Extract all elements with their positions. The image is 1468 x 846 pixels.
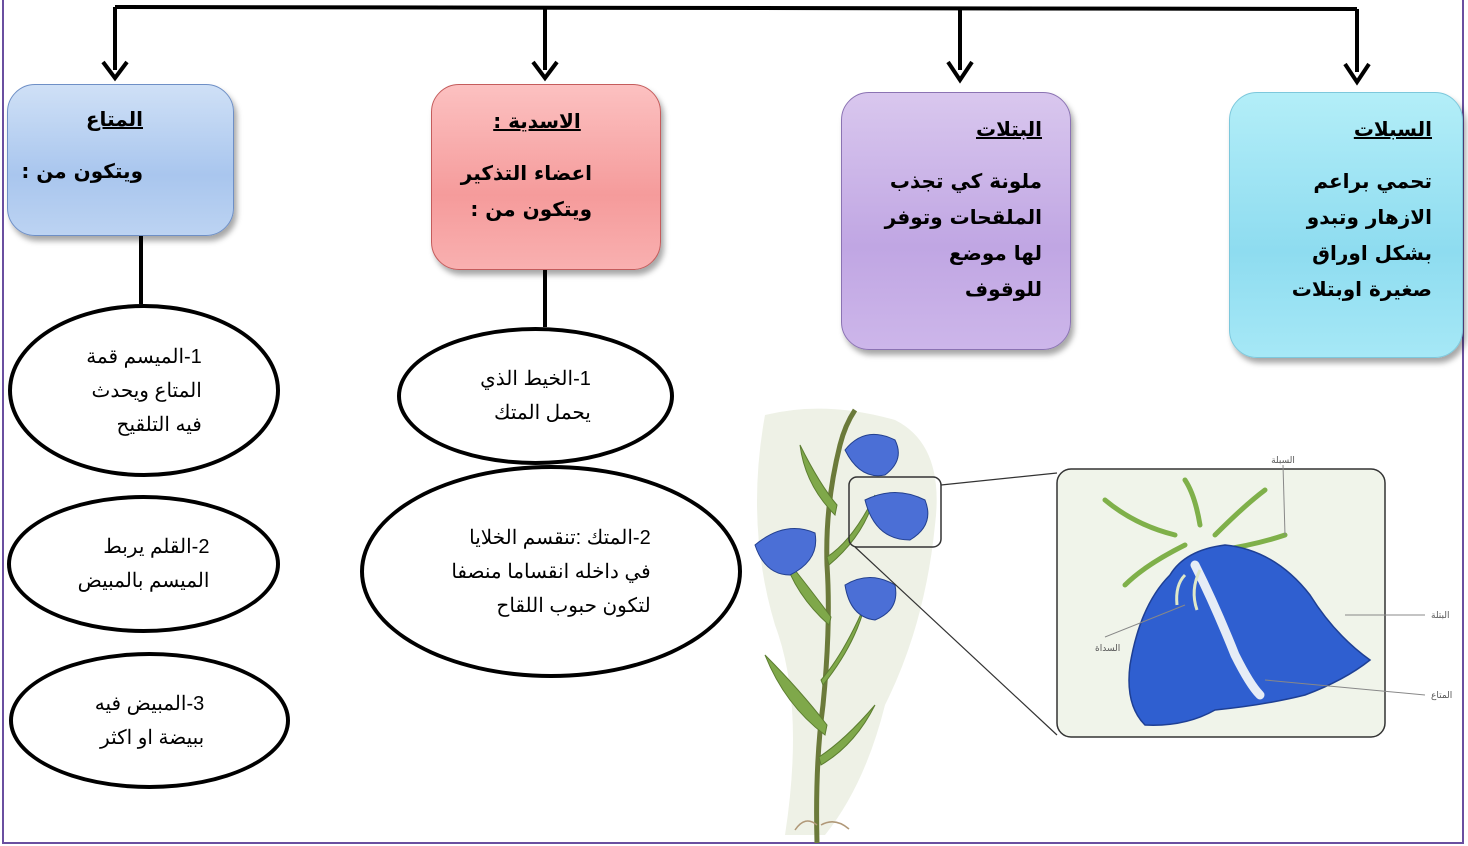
style-line: 2-القلم يربط [103, 536, 210, 558]
sepals-description: تحمي براعم الازهار وتبدو بشكل اوراق صغير… [1240, 163, 1432, 307]
enlarged-stamens [1175, 569, 1202, 611]
stamens-box: الاسدية : اعضاء التذكير ويتكون من : [431, 84, 661, 270]
stamens-line: ويتكون من : [470, 197, 592, 221]
label-leader-lines [1104, 464, 1426, 696]
anther-ellipse: 2-المتك :تنقسم الخلايا في داخله انقساما … [360, 465, 742, 678]
ovary-line: ببيضة او اكثر [100, 726, 205, 749]
stigma-ellipse: 1-الميسم قمة المتاع ويحدث فيه التلقيح [8, 304, 280, 477]
ovary-line: 3-المبيض فيه [94, 692, 205, 715]
enlarged-flower-petals [1128, 544, 1372, 726]
petals-line: لها موضع [948, 241, 1042, 265]
petals-title: البتلات [976, 117, 1042, 141]
small-flowers [754, 433, 929, 621]
zoom-line [940, 472, 1058, 486]
pistil-title: المتاع [85, 107, 143, 131]
sepals-line: تحمي براعم [1313, 169, 1432, 193]
petals-line: الملقحات وتوفر [884, 205, 1042, 229]
enlarged-pistil [1190, 560, 1265, 700]
stamens-title: الاسدية : [493, 109, 581, 133]
petals-line: للوقوف [964, 277, 1042, 301]
stigma-line: المتاع ويحدث [91, 379, 202, 402]
style-line: الميسم بالمبيض [77, 570, 210, 592]
sepals-box: السبلات تحمي براعم الازهار وتبدو بشكل او… [1229, 92, 1463, 358]
style-ellipse: 2-القلم يربط الميسم بالمبيض [7, 495, 280, 633]
label-petal: البتلة [1431, 611, 1449, 621]
filament-line: 1-الخيط الذي [480, 368, 591, 390]
sepals-line: بشكل اوراق [1312, 241, 1432, 265]
pistil-description: ويتكون من : [18, 153, 143, 189]
sepals-line: صغيرة اوبتلات [1291, 277, 1432, 301]
pistil-box: المتاع ويتكون من : [7, 84, 234, 236]
petals-description: ملونة كي تجذب الملقحات وتوفر لها موضع لل… [852, 163, 1042, 307]
filament-ellipse: 1-الخيط الذي يحمل المتك [397, 327, 674, 465]
bellflower-illustration: السبلة البتلة السداة المتاع [754, 408, 1452, 844]
zoom-line [854, 546, 1058, 736]
petals-box: البتلات ملونة كي تجذب الملقحات وتوفر لها… [841, 92, 1071, 350]
plant-background [757, 408, 937, 835]
stamens-description: اعضاء التذكير ويتكون من : [442, 155, 592, 227]
pistil-line: ويتكون من : [21, 159, 143, 183]
ovary-ellipse: 3-المبيض فيه ببيضة او اكثر [9, 652, 290, 789]
plant-roots [794, 820, 850, 831]
anther-line: 2-المتك :تنقسم الخلايا [469, 526, 651, 549]
stamens-line: اعضاء التذكير [460, 161, 592, 185]
anther-line: لتكون حبوب اللقاح [496, 594, 651, 617]
label-pistil: المتاع [1431, 691, 1452, 701]
stigma-line: فيه التلقيح [116, 413, 202, 436]
plant-stem [814, 408, 858, 844]
sepals-line: الازهار وتبدو [1306, 205, 1432, 229]
stigma-line: 1-الميسم قمة [86, 345, 202, 368]
label-style: السداة [1095, 644, 1120, 654]
label-sepal: السبلة [1271, 456, 1295, 466]
filament-line: يحمل المتك [494, 402, 591, 424]
zoom-rectangle [848, 476, 942, 548]
anther-line: في داخله انقساما منصفا [451, 560, 651, 583]
sepals-title: السبلات [1353, 117, 1432, 141]
petals-line: ملونة كي تجذب [889, 169, 1042, 193]
